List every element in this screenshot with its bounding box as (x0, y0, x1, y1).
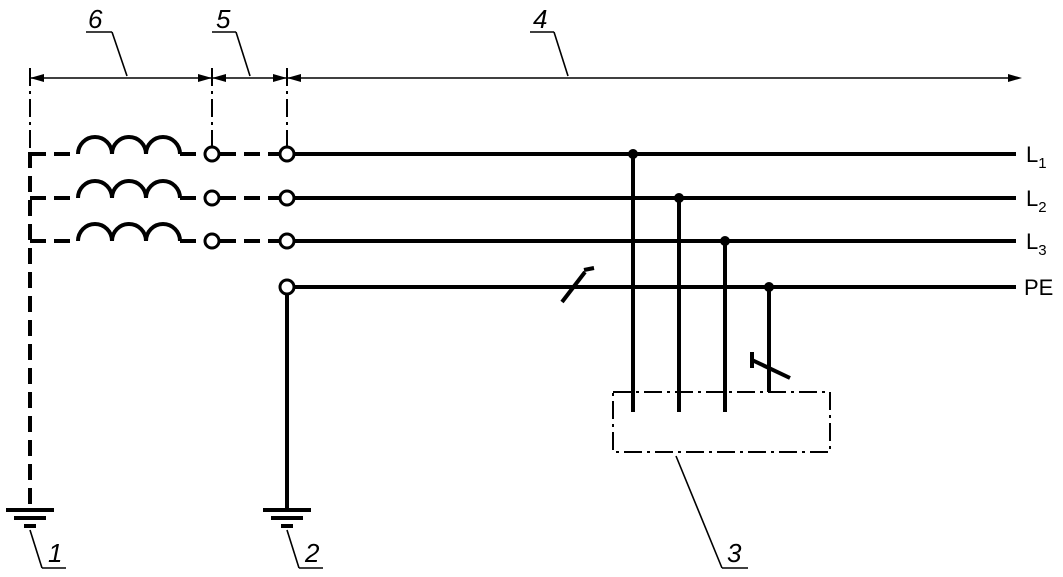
callout-5: 5 (212, 4, 251, 77)
callout-5-number: 5 (216, 4, 231, 34)
callout-2: 2 (286, 529, 323, 569)
source-neutral (28, 152, 78, 510)
source-windings (76, 135, 205, 243)
callout-4: 4 (530, 4, 569, 77)
conductors (295, 152, 1016, 289)
terminal-links (220, 152, 279, 243)
callout-3-number: 3 (727, 538, 742, 568)
earth-symbol-1 (6, 508, 54, 528)
equipment-enclosure (612, 391, 831, 453)
label-l1: L1 (1026, 142, 1047, 172)
label-l2: L2 (1026, 186, 1047, 216)
line-labels: L1 L2 L3 PE (1024, 142, 1053, 300)
callout-6: 6 (86, 4, 128, 77)
callout-1-number: 1 (48, 538, 62, 568)
equipment-connections (628, 149, 774, 412)
dimension-lines (29, 68, 1022, 152)
callout-2-number: 2 (304, 538, 320, 568)
callout-4-number: 4 (533, 4, 547, 34)
callout-1: 1 (29, 529, 66, 569)
callout-3: 3 (675, 455, 748, 569)
callout-6-number: 6 (88, 4, 103, 34)
terminals (203, 145, 296, 296)
earth-symbol-2 (263, 508, 311, 528)
label-l3: L3 (1026, 229, 1047, 259)
label-pe: PE (1024, 275, 1053, 300)
conductor-ticks (560, 266, 791, 380)
